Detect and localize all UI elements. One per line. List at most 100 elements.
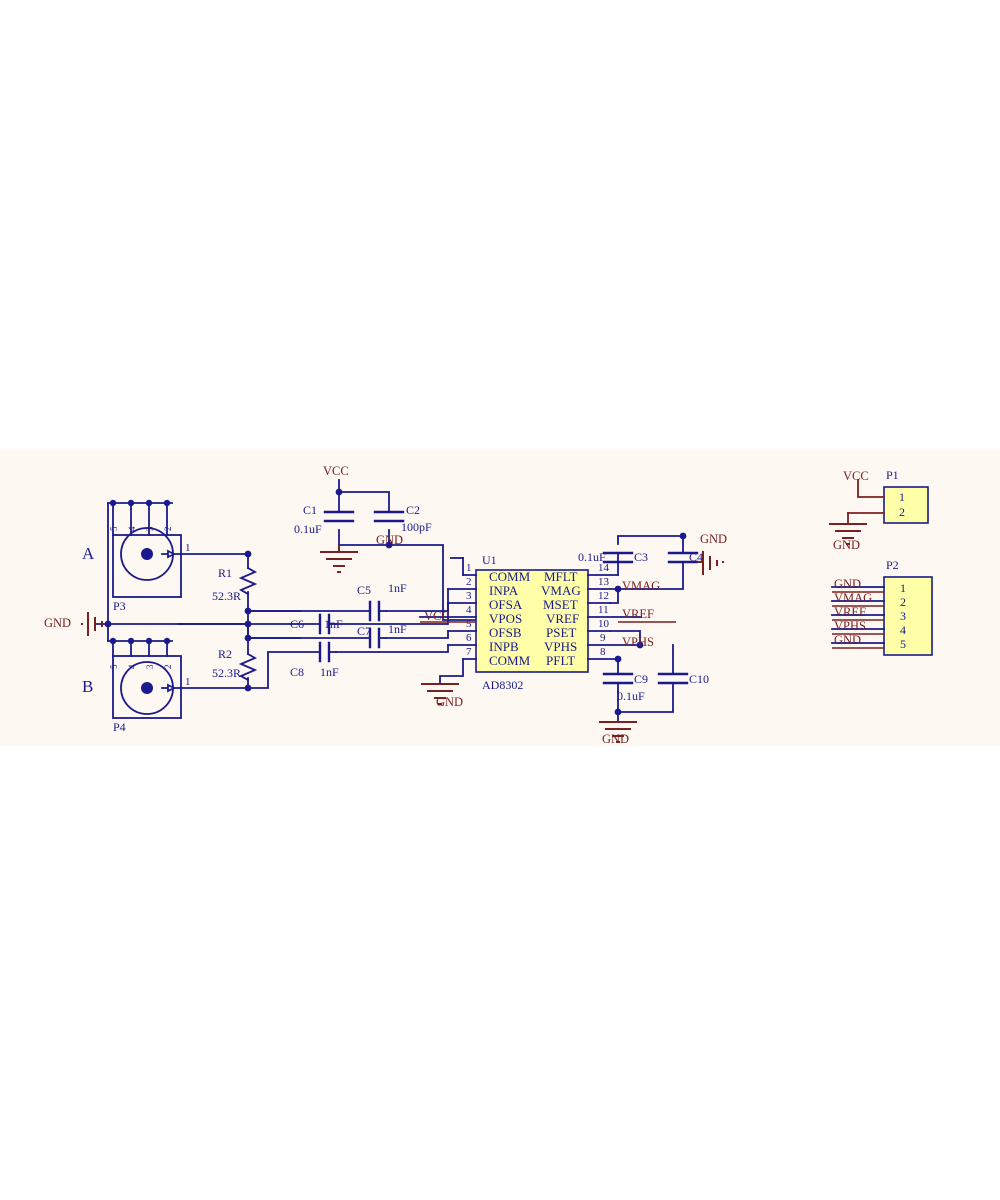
p2-net-label-1: GND xyxy=(834,577,862,591)
u1-pin-14-name: MFLT xyxy=(544,569,578,584)
junction-dots xyxy=(104,488,687,716)
c6-refdes[interactable]: C6 xyxy=(290,617,305,631)
c4-refdes[interactable]: C4 xyxy=(689,550,704,564)
u1-refdes[interactable]: U1 xyxy=(482,553,497,567)
p3-center-dot xyxy=(141,548,153,560)
p4-refdes[interactable]: P4 xyxy=(113,720,126,734)
gnd-net-label-pin7: GND xyxy=(436,695,464,709)
p4-shield-pin-2: 2 xyxy=(163,664,173,670)
c2-refdes[interactable]: C2 xyxy=(406,503,421,517)
u1-pin-12-name: MSET xyxy=(543,597,578,612)
u1-pin-3-number: 3 xyxy=(466,590,472,602)
c4-bottom-lead xyxy=(617,561,684,590)
p3-pin1-number: 1 xyxy=(185,542,191,554)
c5-plates xyxy=(368,600,381,622)
c7-plates xyxy=(368,627,381,649)
u1-pin-7-number: 7 xyxy=(466,646,472,658)
c10-refdes[interactable]: C10 xyxy=(689,672,710,686)
p3-shield-pin-3: 3 xyxy=(145,526,155,532)
p4-shield-pin-3: 3 xyxy=(145,664,155,670)
p1-body xyxy=(883,486,929,524)
u1-pin-2-number: 2 xyxy=(466,576,472,588)
u1-part-number: AD8302 xyxy=(482,678,524,692)
u1-pin-10-number: 10 xyxy=(598,618,609,630)
vmag-mset-wire xyxy=(609,588,619,604)
u1-pin-14-number: 14 xyxy=(598,562,609,574)
p2-body xyxy=(883,576,933,656)
p1-pin-1-number: 1 xyxy=(899,490,905,504)
p2-pin-5-number: 5 xyxy=(900,637,906,651)
c8-refdes[interactable]: C8 xyxy=(290,665,305,679)
p1-pin-2-number: 2 xyxy=(899,505,905,519)
gnd-net-label-p1: GND xyxy=(833,538,861,552)
c1-refdes[interactable]: C1 xyxy=(303,503,318,517)
u1-pin-7-name: COMM xyxy=(489,653,531,668)
r2-value: 52.3R xyxy=(212,666,242,680)
r2-zigzag xyxy=(238,652,258,682)
gnd-net-label-left: GND xyxy=(44,616,72,630)
vcc-net-label-top: VCC xyxy=(323,464,349,478)
c5-refdes[interactable]: C5 xyxy=(357,583,372,597)
r1-refdes[interactable]: R1 xyxy=(218,566,233,580)
u1-pin-5-name: OFSB xyxy=(489,625,522,640)
c9-refdes[interactable]: C9 xyxy=(634,672,649,686)
u1-pin-6-number: 6 xyxy=(466,632,472,644)
p3-body xyxy=(112,534,182,598)
c7-refdes[interactable]: C7 xyxy=(357,624,372,638)
u1-pin-11-number: 11 xyxy=(598,604,609,616)
u1-pin-11-name: VREF xyxy=(546,611,580,626)
u1-pin-9-name: VPHS xyxy=(544,639,578,654)
c3-refdes[interactable]: C3 xyxy=(634,550,649,564)
gnd-symbols-horizontal xyxy=(81,551,724,636)
c2-plates xyxy=(373,510,405,523)
u1-pin-2-name: INPA xyxy=(489,583,519,598)
p3-shield-pin-4: 4 xyxy=(127,526,137,532)
gnd-net-label-c9: GND xyxy=(602,732,630,746)
p2-pin-wires xyxy=(831,586,885,644)
c8-path xyxy=(247,644,449,689)
c5-value: 1nF xyxy=(388,581,407,595)
p2-net-label-3: VREF xyxy=(834,605,866,619)
p2-refdes[interactable]: P2 xyxy=(886,558,899,572)
u1-pin-13-name: VMAG xyxy=(541,583,581,598)
p4-center-dot xyxy=(141,682,153,694)
u1-pin-5-number: 5 xyxy=(466,618,472,630)
p1-vcc-wire xyxy=(857,479,885,498)
gnd-net-label-c4: GND xyxy=(700,532,728,546)
u1-pin-6-name: INPB xyxy=(489,639,519,654)
u1-body xyxy=(475,569,589,673)
p4-shield-pin-5: 5 xyxy=(109,664,119,670)
u1-pin7-gnd-wire xyxy=(439,658,464,685)
p2-net-label-4: VPHS xyxy=(834,619,866,633)
c8-value: 1nF xyxy=(320,665,339,679)
u1-pin-4-number: 4 xyxy=(466,604,472,616)
p2-net-label-5: GND xyxy=(834,633,862,647)
port-label-b: B xyxy=(82,677,94,696)
u1-right-pin-wires xyxy=(587,574,641,660)
c10-bottom-lead xyxy=(617,682,674,713)
u1-pin-1-number: 1 xyxy=(466,562,472,574)
p3-refdes[interactable]: P3 xyxy=(113,599,126,613)
c1-plates xyxy=(323,510,355,523)
p2-pin-1-number: 1 xyxy=(900,581,906,595)
u1-pin-3-name: OFSA xyxy=(489,597,523,612)
p2-pin-4-number: 4 xyxy=(900,623,906,637)
net-label-underlines xyxy=(420,591,884,649)
c3-wire xyxy=(617,535,684,576)
vmag-net-label: VMAG xyxy=(622,579,661,593)
p2-pin-3-number: 3 xyxy=(900,609,906,623)
u1-pin-1-name: COMM xyxy=(489,569,531,584)
vcc-net-label-p1: VCC xyxy=(843,469,869,483)
r2-refdes[interactable]: R2 xyxy=(218,647,233,661)
p2-net-label-2: VMAG xyxy=(834,591,873,605)
c1-value: 0.1uF xyxy=(294,522,322,536)
p1-refdes[interactable]: P1 xyxy=(886,468,899,482)
p3-shield-pin-5: 5 xyxy=(109,526,119,532)
c7-path xyxy=(247,630,449,639)
p4-shield-pin-4: 4 xyxy=(127,664,137,670)
c6-path xyxy=(177,602,449,625)
p2-pin-2-number: 2 xyxy=(900,595,906,609)
c7-value: 1nF xyxy=(388,622,407,636)
port-label-a: A xyxy=(82,544,95,563)
